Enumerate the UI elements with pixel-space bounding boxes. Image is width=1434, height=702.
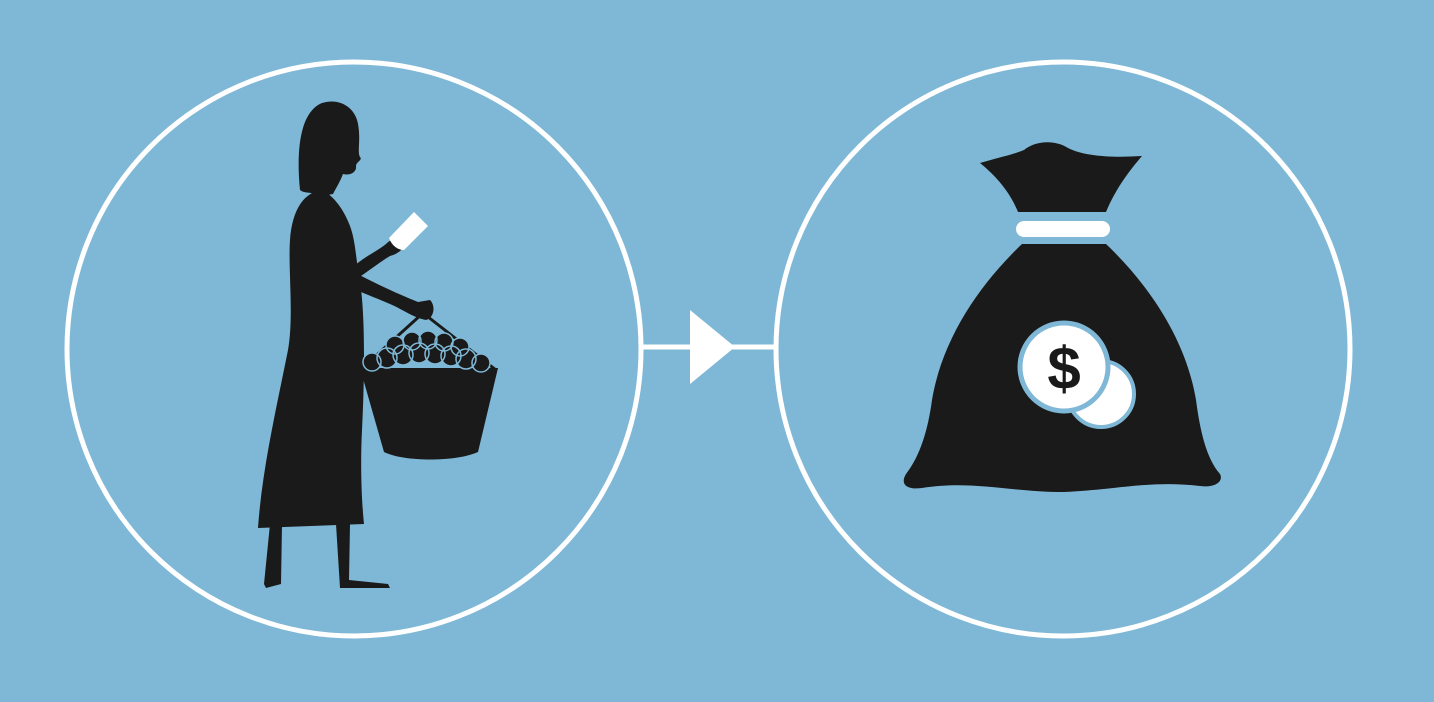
paper-note-icon <box>389 212 428 250</box>
right-circle-frame <box>773 59 1353 639</box>
arrow-right-icon <box>641 310 775 384</box>
dollar-coin-icon: $ <box>1017 320 1111 414</box>
money-bag-icon: $ <box>903 142 1221 492</box>
coin-symbol: $ <box>1047 335 1080 402</box>
basket-produce-outline <box>362 330 491 373</box>
woman-selling-basket-icon <box>258 101 498 588</box>
